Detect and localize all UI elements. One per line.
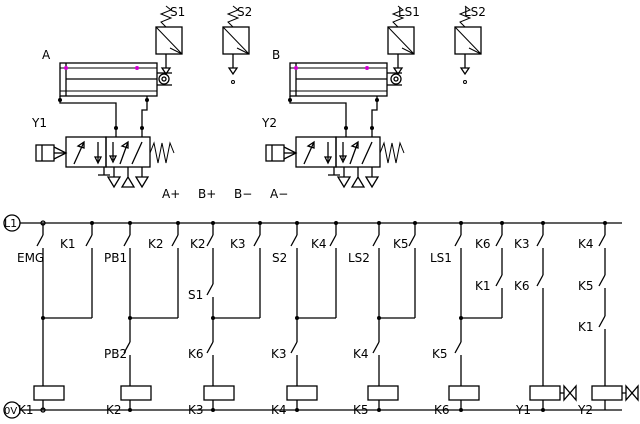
sequence-step-4: A− (270, 187, 288, 201)
rung7-mid-label: K6 (514, 279, 530, 293)
rung-5: LS2 K5 K4 K5 (348, 223, 416, 417)
rung4-low-label: K3 (271, 347, 287, 361)
rail-top: L1 (3, 214, 622, 232)
motion-sequence: A+ B+ B− A− (162, 187, 288, 201)
rung6-coil-label: K6 (434, 403, 450, 417)
cylinder-b-label: B (272, 48, 280, 62)
rung6-top-label: LS1 (430, 251, 452, 265)
rung5-coil-label: K5 (353, 403, 369, 417)
rung2-top-label: PB1 (104, 251, 127, 265)
rung3-top-label: K2 (190, 237, 206, 251)
switch-s2-label: S2 (237, 5, 252, 19)
rung6-low-label: K5 (432, 347, 448, 361)
rung6-s-label: K1 (475, 279, 491, 293)
rung2-coil-label: K2 (106, 403, 122, 417)
rung-8: K4 K5 K1 Y2 (577, 223, 639, 417)
rung2-mid-label: K2 (148, 237, 164, 251)
ladder-diagram: L1 0V EMG K1 K1 (3, 214, 639, 419)
sequence-step-1: A+ (162, 187, 180, 201)
rung7-coil-label: Y1 (515, 403, 531, 417)
rail-bottom-label: 0V (4, 406, 17, 417)
top-rail-junctions (90, 221, 607, 225)
rung-6: LS1 K6 K1 K5 K6 (430, 223, 503, 417)
rung-4: S2 K4 K3 K4 (271, 223, 337, 417)
rung3-mid-label: K3 (230, 237, 246, 251)
rung3-coil-label: K3 (188, 403, 204, 417)
rung3-s-label: S1 (188, 288, 203, 302)
rung4-coil-label: K4 (271, 403, 287, 417)
rung5-top-label: LS2 (348, 251, 370, 265)
rung4-top-label: S2 (272, 251, 287, 265)
rung1-mid-label: K1 (60, 237, 76, 251)
limit-switch-ls2: LS2 (454, 5, 486, 84)
limit-switch-ls1: LS1 (387, 5, 420, 76)
valve-y1-label: Y1 (31, 116, 47, 130)
rung1-coil-label: K1 (18, 403, 34, 417)
limit-switch-s1: S1 (155, 5, 185, 76)
limit-switch-s2: S2 (222, 5, 252, 84)
rung-3: K2 K3 S1 K6 K3 (188, 223, 261, 417)
rung8-top-label: K4 (578, 237, 594, 251)
cylinder-a-body (59, 62, 172, 97)
cylinder-b-body (289, 62, 402, 97)
rung8-coil-label: Y2 (577, 403, 593, 417)
rung6-mid-label: K6 (475, 237, 491, 251)
rung5-mid-label: K5 (393, 237, 409, 251)
rung5-low-label: K4 (353, 347, 369, 361)
rung8-mid-label: K5 (578, 279, 594, 293)
rail-top-label: L1 (4, 217, 17, 230)
cylinder-a-label: A (42, 48, 51, 62)
sequence-step-2: B+ (198, 187, 216, 201)
valve-y1 (35, 136, 175, 189)
rung-7: K3 K6 Y1 (514, 223, 577, 417)
rung1-top-label: EMG (17, 251, 44, 265)
bottom-rail-junctions (128, 408, 545, 412)
rung-2: PB1 K2 PB2 K2 (104, 223, 179, 417)
switch-s1-label: S1 (170, 5, 185, 19)
sequence-step-3: B− (234, 187, 252, 201)
rung7-top-label: K3 (514, 237, 530, 251)
cylinder-a-group: A S1 (31, 5, 252, 189)
rung8-low-label: K1 (578, 320, 594, 334)
mid-junctions (41, 316, 463, 320)
rung3-low-label: K6 (188, 347, 204, 361)
cylinder-b-group: B LS1 (261, 5, 486, 189)
switch-ls2-label: LS2 (464, 5, 486, 19)
rung2-low-label: PB2 (104, 347, 127, 361)
valve-y2-label: Y2 (261, 116, 277, 130)
rung4-mid-label: K4 (311, 237, 327, 251)
rung-1: EMG K1 K1 (17, 223, 93, 417)
valve-y2 (265, 136, 405, 189)
switch-ls1-label: LS1 (398, 5, 420, 19)
